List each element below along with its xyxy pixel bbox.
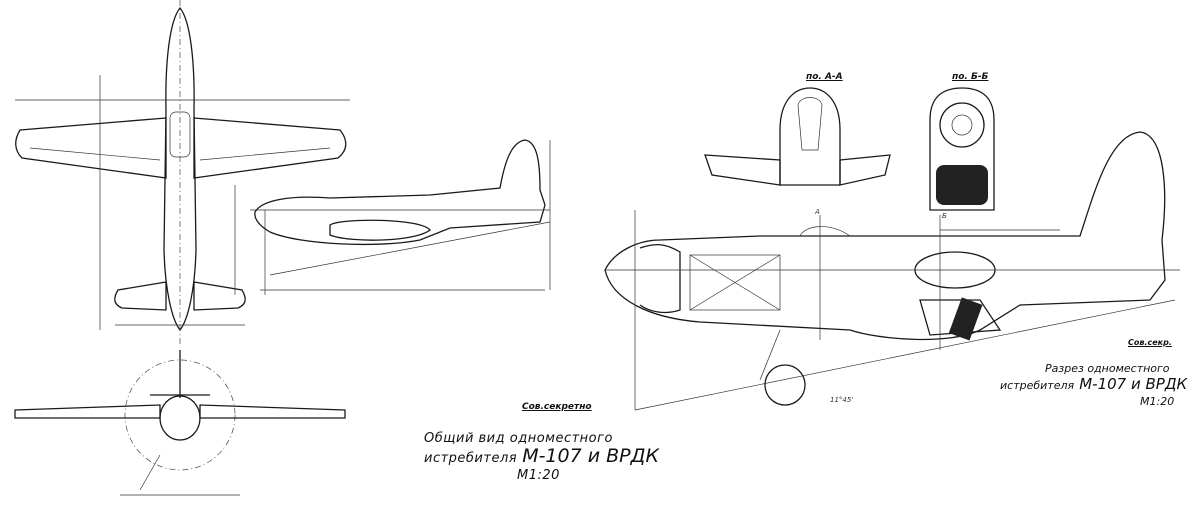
section-a-label: по. А-А — [806, 72, 843, 82]
title-prefix: истребителя — [1000, 379, 1075, 392]
section-b-label: по. Б-Б — [952, 72, 989, 82]
section-a-a — [704, 87, 891, 186]
title-line1-right: Разрез одноместного — [1045, 362, 1170, 375]
cutaway-side-view — [604, 131, 1180, 411]
classification-stamp-left: Сов.секретно — [522, 402, 592, 412]
angle-dimension: 11°45' — [830, 396, 854, 404]
title-line2-right: истребителя М-107 и ВРДК — [1000, 374, 1187, 393]
cut-b-marker: Б — [942, 212, 947, 220]
scale-right: М1:20 — [1140, 395, 1175, 408]
classification-stamp-right: Сов.секр. — [1128, 338, 1172, 347]
scale-left: М1:20 — [517, 468, 560, 483]
top-view-aircraft — [15, 0, 350, 345]
title-prefix: истребителя — [424, 451, 518, 466]
front-view-aircraft — [14, 350, 346, 496]
cut-a-marker: А — [815, 208, 820, 216]
model-name: М-107 и ВРДК — [1079, 375, 1188, 393]
model-name: М-107 и ВРДК — [522, 445, 659, 467]
section-b-b — [929, 87, 995, 211]
side-view-aircraft — [234, 139, 551, 295]
title-line1-left: Общий вид одноместного — [424, 431, 613, 446]
title-line2-left: истребителя М-107 и ВРДК — [424, 445, 659, 467]
